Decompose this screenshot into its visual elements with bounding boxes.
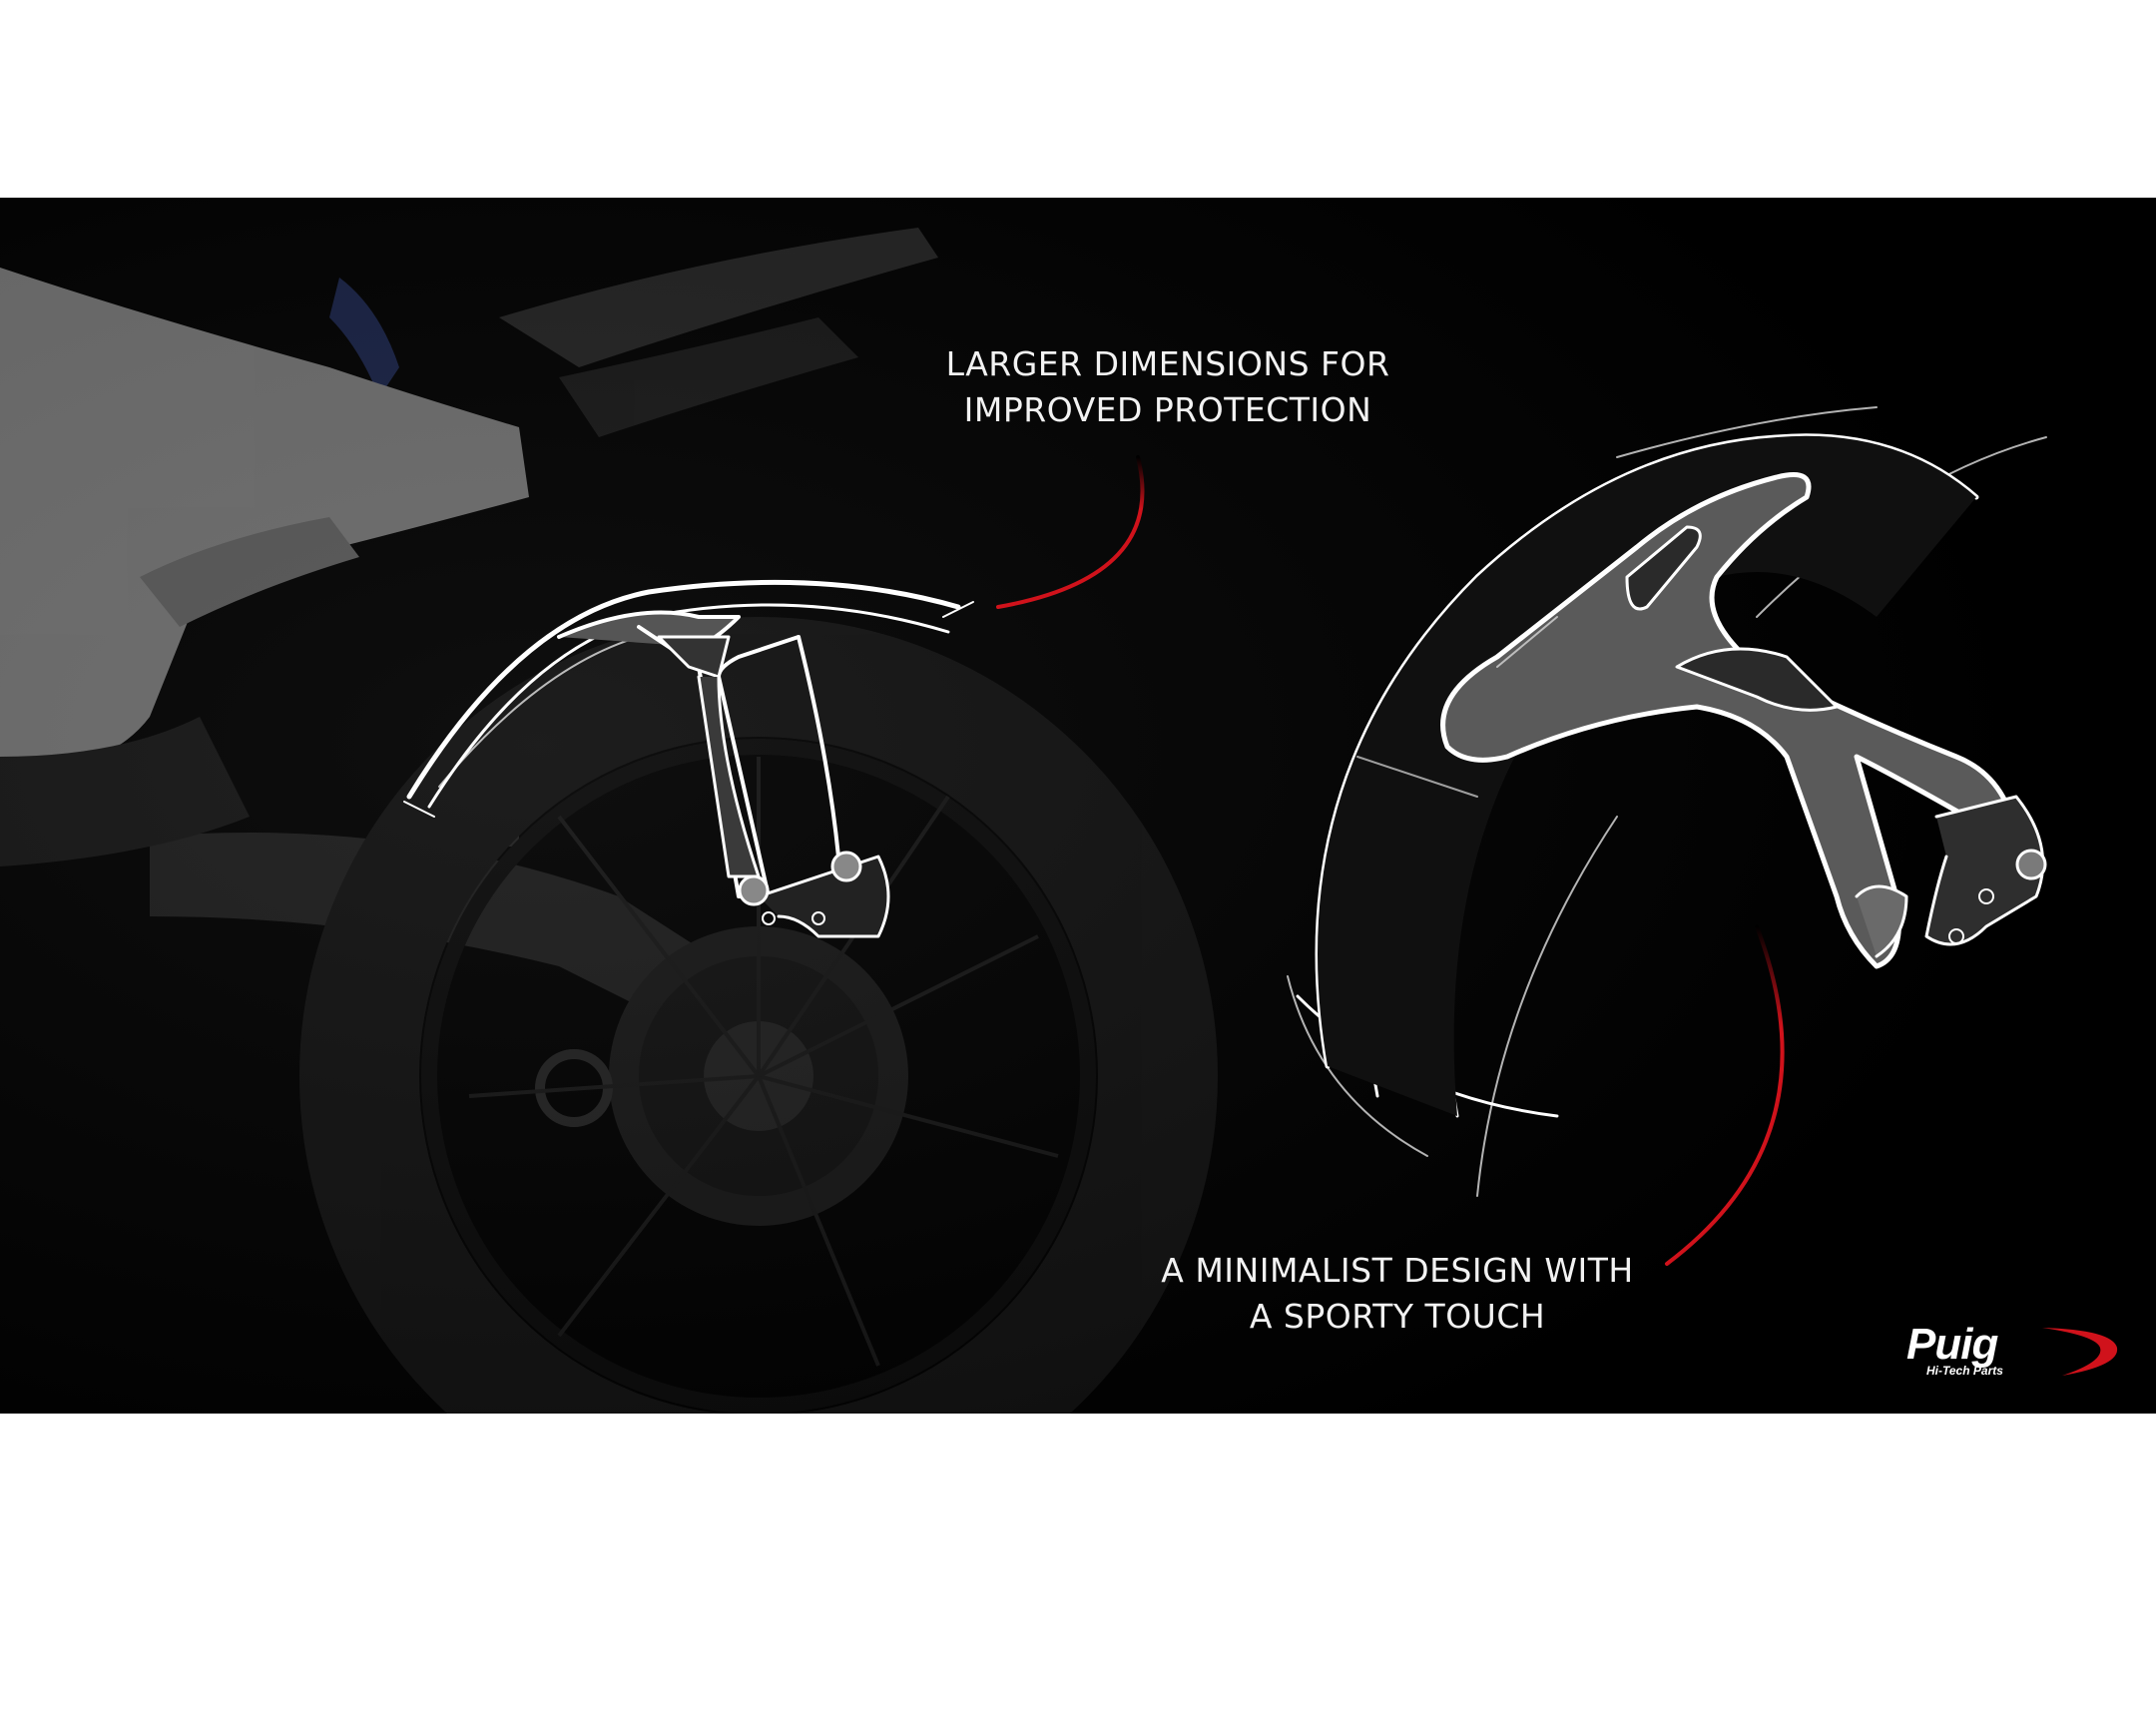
motorcycle-illustration	[0, 198, 2156, 1414]
callout-top-line1: LARGER DIMENSIONS FOR	[945, 344, 1390, 383]
callout-line-bottom	[1665, 924, 1785, 1266]
callout-bottom-line2: A SPORTY TOUCH	[1249, 1297, 1546, 1336]
large-fender-sketch	[1287, 406, 2047, 1197]
callout-text-bottom: A MINIMALIST DESIGN WITH A SPORTY TOUCH	[1148, 1248, 1647, 1340]
callout-text-top: LARGER DIMENSIONS FOR IMPROVED PROTECTIO…	[918, 341, 1417, 433]
brand-tagline: Hi-Tech Parts	[1926, 1364, 2003, 1378]
brand-name: Puig	[1906, 1320, 1998, 1369]
callout-line-top	[996, 455, 1145, 609]
logo-swoosh-icon	[2042, 1328, 2118, 1376]
small-fender-sketch	[403, 579, 974, 938]
callout-bottom-line1: A MINIMALIST DESIGN WITH	[1161, 1251, 1634, 1290]
callout-top-line2: IMPROVED PROTECTION	[963, 390, 1372, 429]
brand-logo: Puig Hi-Tech Parts	[1892, 1320, 2122, 1380]
product-banner: LARGER DIMENSIONS FOR IMPROVED PROTECTIO…	[0, 198, 2156, 1414]
